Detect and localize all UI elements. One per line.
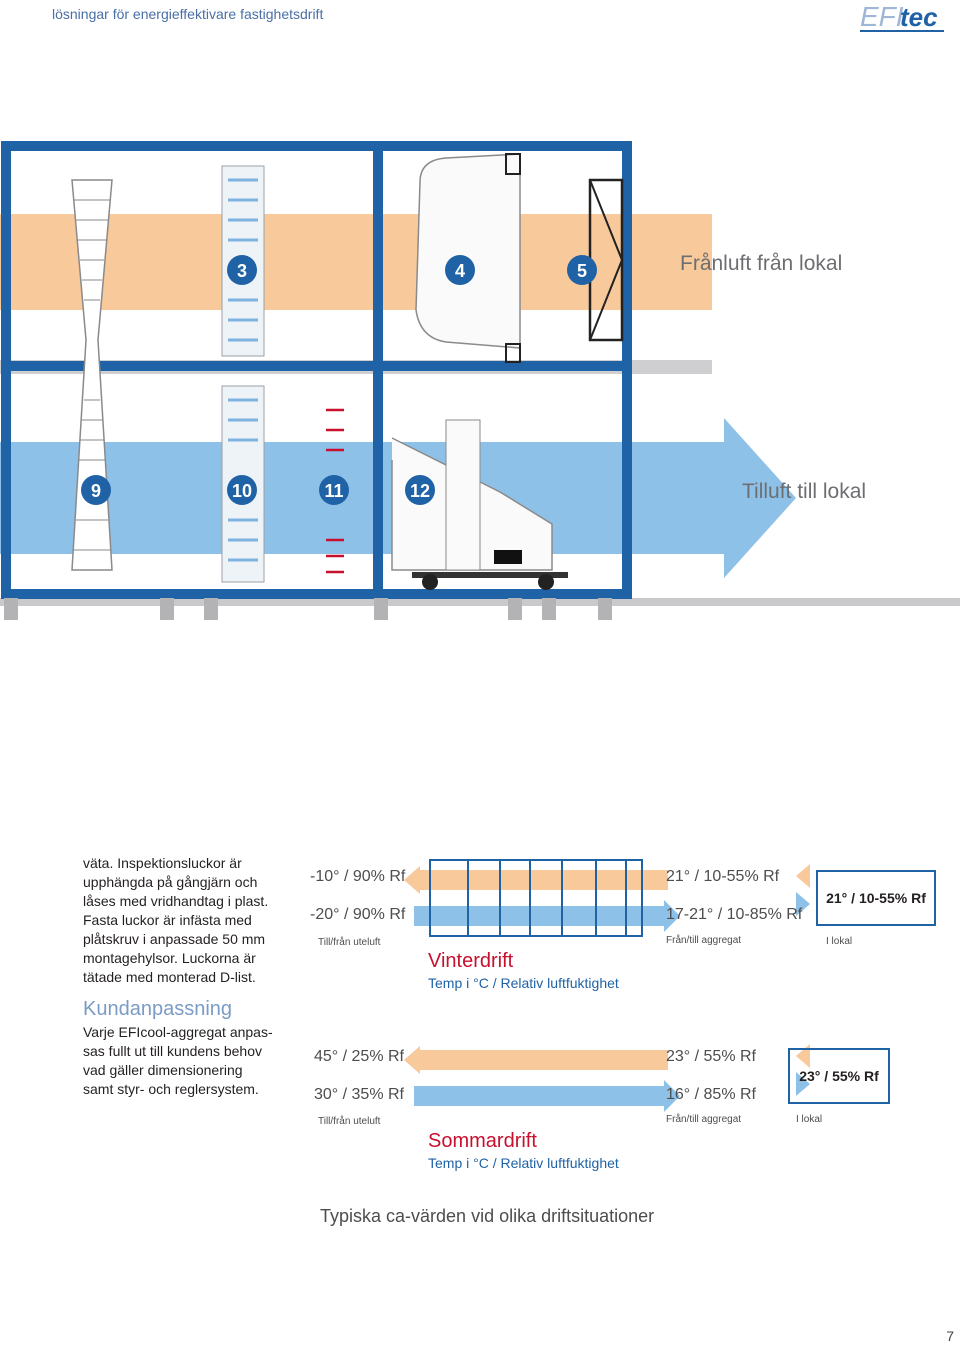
body-line: vad gäller dimensionering <box>83 1062 243 1078</box>
body-line: väta. Inspektionsluckor är <box>83 855 242 871</box>
body-paragraph: väta. Inspektionsluckor är upphängda på … <box>83 854 273 987</box>
logo-text: EFI <box>860 1 904 32</box>
winter-outdoor-exhaust: -10° / 90% Rf <box>310 868 406 885</box>
summer-unit-exhaust: 23° / 55% Rf <box>666 1048 756 1065</box>
body-line: montagehylsor. Luckorna är <box>83 950 256 966</box>
summer-box-caption: I lokal <box>796 1114 823 1125</box>
summer-title: Sommardrift <box>428 1130 537 1152</box>
svg-text:tec: tec <box>900 2 938 32</box>
exhaust-label: Frånluft från lokal <box>680 252 842 275</box>
winter-unit-supply: 17-21° / 10-85% Rf <box>666 906 803 923</box>
winter-subtitle: Temp i °C / Relativ luftfuktighet <box>428 975 619 991</box>
summer-unit-supply: 16° / 85% Rf <box>666 1086 756 1103</box>
body-line: låses med vridhandtag i plast. <box>83 893 269 909</box>
component-numbers: 3 4 5 9 10 11 12 <box>81 255 597 505</box>
body-line: samt styr- och reglersystem. <box>83 1081 259 1097</box>
summer-subtitle: Temp i °C / Relativ luftfuktighet <box>428 1155 619 1171</box>
supply-flow-band <box>0 442 726 554</box>
winter-room-box: 21° / 10-55% Rf <box>816 870 936 926</box>
winter-right-caption: Från/till aggregat <box>666 935 742 946</box>
winter-flow-graphic <box>404 859 810 937</box>
winter-unit-exhaust: 21° / 10-55% Rf <box>666 868 780 885</box>
number-badge: 12 <box>410 481 430 501</box>
efitec-logo: EFI tec <box>860 1 944 32</box>
air-handling-unit-diagram: 3 4 5 9 10 11 12 Frånluft från lokal Til… <box>0 141 960 620</box>
summer-room-box: 23° / 55% Rf <box>788 1048 890 1104</box>
summer-left-caption: Till/från uteluft <box>318 1116 381 1127</box>
body-line: Varje EFIcool-aggregat anpas- <box>83 1024 273 1040</box>
winter-box-caption: I lokal <box>826 936 853 947</box>
body-line: Fasta luckor är infästa med <box>83 912 252 928</box>
supply-label: Tilluft till lokal <box>742 480 866 503</box>
kundanpassning-paragraph: Varje EFIcool-aggregat anpas- sas fullt … <box>83 1023 273 1099</box>
body-line: plåtskruv i anpassade 50 mm <box>83 931 266 947</box>
number-badge: 3 <box>237 261 247 281</box>
kundanpassning-heading: Kundanpassning <box>83 998 233 1020</box>
summer-outdoor-intake: 30° / 35% Rf <box>314 1086 404 1103</box>
winter-outdoor-intake: -20° / 90% Rf <box>310 906 406 923</box>
body-line: sas fullt ut till kundens behov <box>83 1043 262 1059</box>
figure-caption: Typiska ca-värden vid olika driftsituati… <box>320 1206 655 1226</box>
number-badge: 9 <box>91 481 101 501</box>
winter-left-caption: Till/från uteluft <box>318 937 381 948</box>
summer-right-caption: Från/till aggregat <box>666 1114 742 1125</box>
summer-flow-graphic <box>404 1044 810 1112</box>
body-line: upphängda på gångjärn och <box>83 874 258 890</box>
number-badge: 11 <box>324 481 343 501</box>
number-badge: 4 <box>455 261 465 281</box>
body-line: tätade med monterad D-list. <box>83 969 256 985</box>
winter-title: Vinterdrift <box>428 950 514 972</box>
number-badge: 10 <box>232 481 252 501</box>
number-badge: 5 <box>577 261 587 281</box>
summer-outdoor-exhaust: 45° / 25% Rf <box>314 1048 404 1065</box>
header-title: lösningar för energieffektivare fastighe… <box>52 6 324 22</box>
supply-arrow <box>724 418 796 578</box>
page-number: 7 <box>946 1328 954 1344</box>
